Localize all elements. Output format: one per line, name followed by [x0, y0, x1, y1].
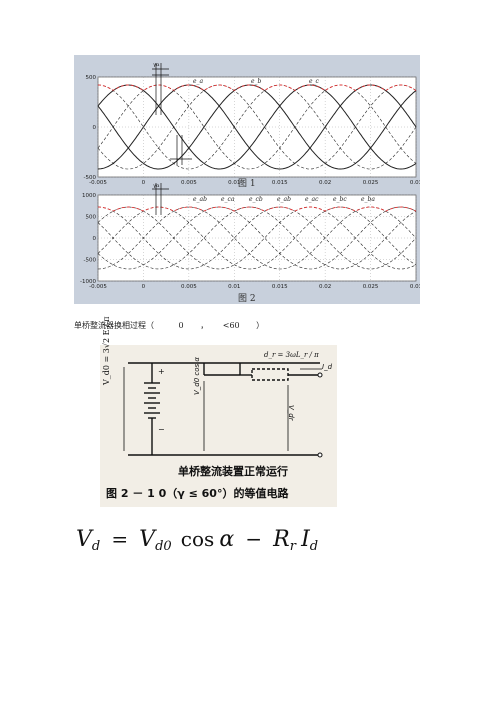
- commutation-markers-1: [152, 63, 192, 165]
- plot2-xtick-label: 0.005: [181, 284, 197, 290]
- plot1-ytick-label: -500: [84, 175, 97, 181]
- equivalent-circuit: V_d0 = 3√2 E / π + − d_r = 3ωL_r / π I_d…: [100, 317, 337, 507]
- formula-i-sub: d: [309, 539, 319, 555]
- circuit-caption-1: 单桥整流装置正常运行: [178, 465, 288, 478]
- plot2-xtick-label: 0.01: [228, 284, 240, 290]
- plot1-series-3: [97, 84, 417, 170]
- plot1-xtick-label: 0.01: [228, 180, 240, 186]
- formula-lhs-sub: d: [91, 539, 101, 555]
- formula-alpha: α: [219, 527, 235, 552]
- circuit-caption-2: 图 2 － 1 0（γ ≤ 60°）的等值电路: [106, 487, 289, 500]
- commutation-caption-line: 单桥整流器换相过程（ 0 ， <60 ）: [74, 320, 264, 331]
- caption-main: 单桥整流器换相过程（: [74, 321, 154, 330]
- plot2-ytick-label: 500: [86, 215, 97, 221]
- plot2-series-label: e_ac: [305, 196, 319, 203]
- svg-text:γα: γα: [153, 183, 160, 189]
- plot1-ytick-label: 0: [93, 125, 97, 131]
- plot1-series-label: e_b: [251, 78, 262, 85]
- plot1-series-label: e_a: [193, 78, 204, 85]
- plus-sign: +: [158, 367, 165, 376]
- plot2-series-4: [97, 206, 417, 270]
- dr-label: d_r = 3ωL_r / π: [264, 351, 319, 359]
- plot2-series-label: e_ba: [361, 196, 375, 203]
- formula-cos: cos: [180, 527, 215, 551]
- minus-sign: −: [158, 425, 165, 434]
- vd0-label: V_d0 = 3√2 E / π: [102, 316, 111, 385]
- formula-minus: −: [245, 527, 263, 551]
- formula-i: I: [301, 527, 310, 552]
- commutation-markers-2: [152, 183, 169, 215]
- plot2-series-label: e_ab: [193, 196, 207, 203]
- plot2-xtick-label: 0: [142, 284, 146, 290]
- plot1-xtick-label: 0.03: [410, 180, 420, 186]
- figure1-caption: 图 1: [238, 179, 256, 189]
- formula-r: R: [273, 527, 290, 552]
- voltage-formula: Vd = Vd0 cos α − Rr Id: [76, 527, 376, 563]
- plot1-xtick-label: 0.025: [363, 180, 379, 186]
- plot1-series-5: [97, 84, 417, 170]
- plot1-series-label: e_c: [309, 78, 320, 85]
- formula-lhs: V: [76, 527, 92, 552]
- plot2-series-3: [97, 206, 417, 270]
- formula-vd0-sub: d0: [155, 539, 172, 555]
- vd0cos-label: V_d0 cos α: [193, 356, 201, 395]
- caption-separator: ，: [200, 321, 209, 330]
- plot1-xtick-label: -0.005: [89, 180, 107, 186]
- plot2-ytick-label: -1000: [80, 279, 96, 285]
- plot2-xtick-label: 0.015: [272, 284, 288, 290]
- caption-value-0: 0: [178, 321, 184, 330]
- plot2-series-label: e_ca: [221, 196, 235, 203]
- caption-value-60: <60: [222, 321, 240, 330]
- formula-r-sub: r: [289, 539, 296, 555]
- plot2-series-label: e_cb: [249, 196, 263, 203]
- circuit-svg: [123, 362, 323, 458]
- plot2-ytick-label: 0: [93, 236, 97, 242]
- caption-end: ）: [256, 321, 265, 330]
- plot2-ytick-label: -500: [84, 258, 97, 264]
- formula-equals: =: [111, 527, 129, 551]
- plot1-xtick-label: 0.005: [181, 180, 197, 186]
- plot2-xtick-label: 0.02: [319, 284, 331, 290]
- svg-text:γα: γα: [153, 62, 160, 68]
- plot1-xtick-label: 0: [142, 180, 146, 186]
- plot2-xtick-label: -0.005: [89, 284, 107, 290]
- plot2-xtick-label: 0.025: [363, 284, 379, 290]
- figure2-caption: 图 2: [238, 294, 256, 304]
- vdr-label: V_dr: [287, 405, 295, 421]
- plot1-series-2: [97, 84, 417, 170]
- plot1-envelope: [97, 84, 417, 92]
- formula-vd0: V: [139, 527, 156, 552]
- plot2-series-label: e_ab: [277, 196, 291, 203]
- plot2-ytick-label: 1000: [82, 193, 96, 199]
- plot2-series-label: e_bc: [333, 196, 347, 203]
- id-label: I_d: [322, 363, 333, 371]
- plot1-xtick-label: 0.02: [319, 180, 331, 186]
- plot2-envelope: [97, 206, 417, 212]
- plot2-xtick-label: 0.03: [410, 284, 420, 290]
- plot1-ytick-label: 500: [86, 75, 97, 81]
- plot1-xtick-label: 0.015: [272, 180, 288, 186]
